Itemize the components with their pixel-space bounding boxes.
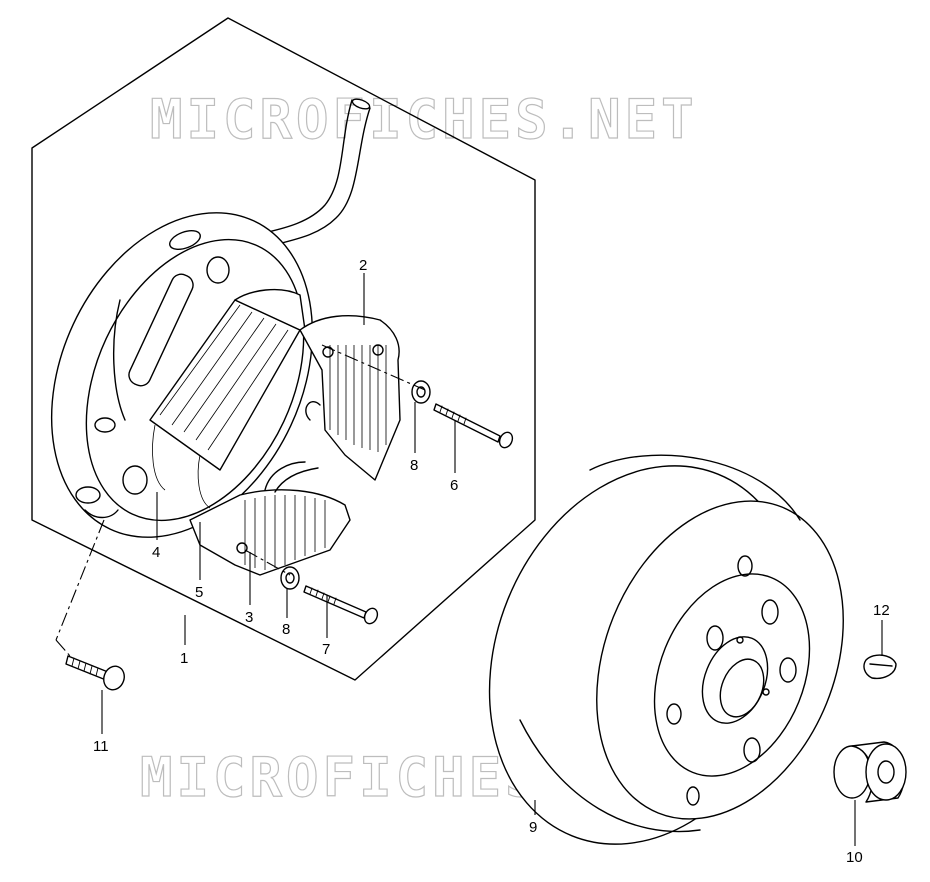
callout-3: 3	[245, 609, 253, 626]
callout-11: 11	[93, 738, 109, 755]
callout-2: 2	[359, 257, 367, 274]
washer-8-lower	[280, 566, 300, 590]
callout-5: 5	[195, 584, 203, 601]
screw-7	[303, 585, 379, 625]
screw-11	[65, 655, 125, 691]
callout-8-lower: 8	[282, 621, 290, 638]
stator-core	[149, 288, 306, 509]
callout-1: 1	[180, 650, 188, 667]
nut-10	[833, 741, 907, 803]
callout-7: 7	[322, 641, 330, 658]
leader-lines	[55, 273, 883, 846]
callout-6: 6	[450, 477, 458, 494]
washer-8-upper	[411, 380, 431, 404]
callout-12: 12	[873, 602, 890, 619]
flywheel-rotor	[488, 454, 844, 845]
assembly-boundary	[31, 17, 536, 681]
callout-10: 10	[846, 849, 863, 866]
callout-9: 9	[529, 819, 537, 836]
callout-4: 4	[152, 544, 160, 561]
screw-6	[433, 403, 514, 449]
key-12	[863, 654, 897, 680]
callout-8-upper: 8	[410, 457, 418, 474]
lead-wire	[267, 98, 371, 247]
pulser-coil	[299, 315, 401, 481]
watermark-top: MICROFICHES.NET	[150, 88, 698, 151]
charging-coil	[189, 461, 351, 576]
